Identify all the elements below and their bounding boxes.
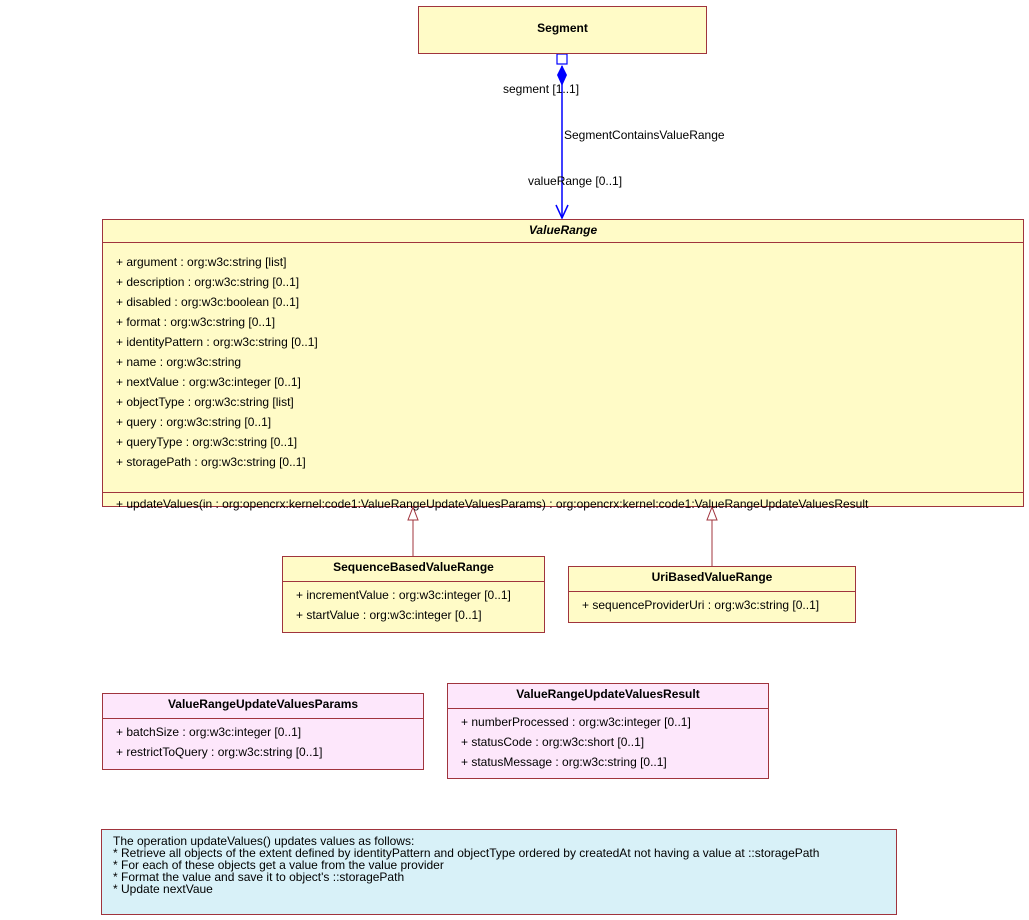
class-value-range-title: ValueRange <box>528 223 598 237</box>
generalization-arrow-uri <box>706 505 718 521</box>
class-uri-based-value-range-title: UriBasedValueRange <box>651 570 773 584</box>
attribute: + storagePath : org:w3c:string [0..1] <box>116 455 306 469</box>
attribute: + statusMessage : org:w3c:string [0..1] <box>461 755 667 769</box>
composition-diamond <box>557 65 567 86</box>
attribute: + queryType : org:w3c:string [0..1] <box>116 435 298 449</box>
note-line: * Format the value and save it to object… <box>113 870 405 884</box>
note-line: The operation updateValues() updates val… <box>113 834 415 848</box>
association-source-end-label: segment [1..1] <box>503 82 580 96</box>
attribute: + batchSize : org:w3c:integer [0..1] <box>116 725 302 739</box>
struct-update-values-params-title: ValueRangeUpdateValuesParams <box>167 697 359 711</box>
attribute: + restrictToQuery : org:w3c:string [0..1… <box>116 745 323 759</box>
class-uri-based-value-range[interactable]: UriBasedValueRange + sequenceProviderUri… <box>568 566 856 623</box>
class-segment[interactable]: Segment <box>418 6 707 54</box>
attribute: + sequenceProviderUri : org:w3c:string [… <box>582 598 820 612</box>
attribute: + numberProcessed : org:w3c:integer [0..… <box>461 715 691 729</box>
attribute: + nextValue : org:w3c:integer [0..1] <box>116 375 301 389</box>
struct-update-values-params-attributes: + batchSize : org:w3c:integer [0..1] + r… <box>103 718 423 762</box>
attribute: + identityPattern : org:w3c:string [0..1… <box>116 335 318 349</box>
class-value-range[interactable]: ValueRange + argument : org:w3c:string [… <box>102 219 1024 511</box>
note-line: * Update nextVaue <box>113 882 213 896</box>
operation-note[interactable]: The operation updateValues() updates val… <box>101 829 897 915</box>
attribute: + disabled : org:w3c:boolean [0..1] <box>116 295 300 309</box>
association-target-end-label: valueRange [0..1] <box>528 174 623 188</box>
attribute: + description : org:w3c:string [0..1] <box>116 275 300 289</box>
attribute: + argument : org:w3c:string [list] <box>116 255 287 269</box>
class-uri-based-value-range-attributes: + sequenceProviderUri : org:w3c:string [… <box>569 591 855 615</box>
attribute: + query : org:w3c:string [0..1] <box>116 415 272 429</box>
attribute: + startValue : org:w3c:integer [0..1] <box>296 608 482 622</box>
attribute: + incrementValue : org:w3c:integer [0..1… <box>296 588 511 602</box>
class-value-range-attributes: + argument : org:w3c:string [list] + des… <box>103 242 1023 492</box>
attribute: + statusCode : org:w3c:short [0..1] <box>461 735 645 749</box>
attribute: + objectType : org:w3c:string [list] <box>116 395 294 409</box>
note-line: * For each of these objects get a value … <box>113 858 444 872</box>
struct-update-values-result-title: ValueRangeUpdateValuesResult <box>516 687 700 701</box>
navigability-arrow <box>555 204 569 220</box>
note-line: * Retrieve all objects of the extent def… <box>113 846 820 860</box>
class-value-range-operations: + updateValues(in : org:opencrx:kernel:c… <box>103 492 1023 514</box>
class-segment-title: Segment <box>537 21 588 35</box>
attribute: + format : org:w3c:string [0..1] <box>116 315 276 329</box>
association-port <box>556 53 568 65</box>
struct-update-values-params[interactable]: ValueRangeUpdateValuesParams + batchSize… <box>102 693 424 770</box>
struct-update-values-result[interactable]: ValueRangeUpdateValuesResult + numberPro… <box>447 683 769 779</box>
attribute: + name : org:w3c:string <box>116 355 242 369</box>
operation: + updateValues(in : org:opencrx:kernel:c… <box>116 497 869 511</box>
association-name-label: SegmentContainsValueRange <box>564 128 725 142</box>
generalization-arrow-sequence <box>407 505 419 521</box>
class-sequence-based-value-range[interactable]: SequenceBasedValueRange + incrementValue… <box>282 556 545 633</box>
class-sequence-based-value-range-title: SequenceBasedValueRange <box>333 560 494 574</box>
class-sequence-based-value-range-attributes: + incrementValue : org:w3c:integer [0..1… <box>283 581 544 625</box>
struct-update-values-result-attributes: + numberProcessed : org:w3c:integer [0..… <box>448 708 768 772</box>
